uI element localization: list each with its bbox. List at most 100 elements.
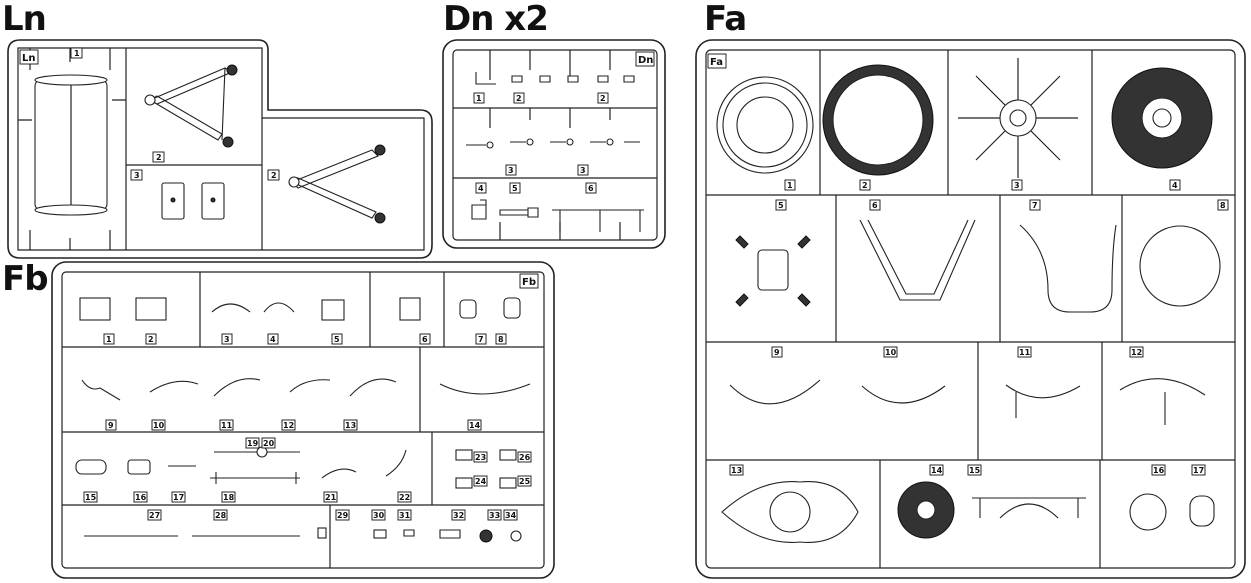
fb-num-4: 4 [270, 335, 276, 344]
part-fb-33 [479, 529, 493, 543]
part-fb-9 [81, 379, 121, 401]
fb-num-10: 10 [153, 421, 165, 430]
fa-num-7: 7 [1032, 201, 1038, 210]
fa-num-11: 11 [1019, 348, 1031, 357]
sprue-fa: Fa 1 2 3 4 5 6 7 8 9 10 11 12 13 14 15 1… [695, 39, 1246, 579]
fb-num-27: 27 [149, 511, 160, 520]
dn-num-1: 1 [476, 94, 482, 103]
part-fb-23-26 [455, 449, 517, 489]
part-fb-6 [399, 297, 421, 321]
sprue-dn-title: Dn x2 [443, 0, 549, 39]
part-fa-10 [861, 385, 946, 404]
part-fb-15 [75, 459, 107, 475]
fb-num-5: 5 [334, 335, 340, 344]
fa-num-13: 13 [731, 466, 742, 475]
fb-num-23: 23 [475, 453, 486, 462]
ln-num-2a: 2 [156, 153, 162, 162]
fb-num-3: 3 [224, 335, 230, 344]
fa-num-15: 15 [969, 466, 981, 475]
fb-num-34: 34 [505, 511, 517, 520]
part-fb-2 [135, 297, 167, 321]
part-dn-6 [552, 209, 644, 232]
fa-num-1: 1 [787, 181, 793, 190]
fa-num-3: 3 [1014, 181, 1020, 190]
fb-num-33: 33 [489, 511, 500, 520]
sprue-fa-tag-text: Fa [710, 57, 723, 68]
part-fa-3 [958, 58, 1078, 178]
fb-num-21: 21 [325, 493, 337, 502]
dn-num-6: 6 [588, 184, 594, 193]
part-dn-4 [471, 199, 487, 220]
part-fa-12 [1119, 378, 1206, 425]
part-fb-8 [503, 297, 521, 319]
fb-num-1: 1 [106, 335, 112, 344]
fb-num-30: 30 [373, 511, 385, 520]
fb-num-11: 11 [221, 421, 233, 430]
part-fb-5 [321, 299, 345, 321]
fa-part-numbers: 1 2 3 4 5 6 7 8 9 10 11 12 13 14 15 16 1… [729, 179, 1229, 476]
fb-num-17: 17 [173, 493, 184, 502]
part-fb-7 [459, 299, 477, 319]
part-ln-2b [290, 149, 379, 219]
sprue-fb-title: Fb [2, 259, 49, 299]
sprue-fb-tag-text: Fb [522, 277, 536, 288]
fb-num-32: 32 [453, 511, 464, 520]
part-dn-3-row [466, 138, 640, 149]
sprue-dn: Dn 1 2 2 3 3 4 5 6 [442, 39, 666, 249]
fa-num-12: 12 [1131, 348, 1142, 357]
part-fb-30 [373, 529, 387, 539]
fb-num-13: 13 [345, 421, 356, 430]
part-fa-5 [735, 235, 811, 307]
sprue-dn-tag-text: Dn [638, 55, 653, 66]
fb-num-29: 29 [337, 511, 349, 520]
sprue-ln-title: Ln [2, 0, 47, 39]
fa-num-2: 2 [862, 181, 868, 190]
part-fb-16 [127, 459, 151, 475]
part-fb-14 [439, 383, 531, 395]
part-fb-10 [149, 380, 199, 393]
fb-num-12: 12 [283, 421, 294, 430]
sprue-ln-tag [19, 49, 39, 65]
fa-num-4: 4 [1172, 181, 1178, 190]
fb-num-14: 14 [469, 421, 481, 430]
part-fa-16 [1129, 493, 1167, 531]
part-fa-14 [897, 481, 955, 539]
fa-num-5: 5 [778, 201, 784, 210]
fa-num-16: 16 [1153, 466, 1165, 475]
ln-num-2b: 2 [271, 171, 277, 180]
part-dn-2-row [511, 75, 635, 83]
sprue-fb-tag [519, 273, 539, 289]
part-fb-3 [211, 303, 251, 313]
part-fa-1 [716, 76, 814, 174]
sprue-fa-tag [707, 53, 727, 69]
fb-part-numbers: 1 2 3 4 5 6 7 8 9 10 11 12 13 14 15 16 1… [83, 333, 532, 521]
fb-num-8: 8 [498, 335, 504, 344]
fa-num-14: 14 [931, 466, 943, 475]
part-dn-1 [475, 72, 496, 85]
ln-num-3: 3 [134, 171, 140, 180]
part-fa-8 [1139, 225, 1221, 307]
dn-num-3b: 3 [580, 166, 586, 175]
fb-num-6: 6 [422, 335, 428, 344]
part-fb-21 [321, 468, 357, 479]
sprue-ln: Ln 1 2 3 2 [7, 39, 433, 259]
fb-num-15: 15 [85, 493, 97, 502]
fa-num-9: 9 [774, 348, 780, 357]
part-fb-22 [385, 449, 407, 477]
fb-num-20: 20 [263, 439, 275, 448]
fa-num-8: 8 [1220, 201, 1226, 210]
part-fb-34 [510, 530, 522, 542]
part-fa-15 [972, 497, 1086, 519]
fb-num-25: 25 [519, 477, 531, 486]
part-fb-31 [403, 529, 415, 537]
part-fa-7 [1019, 224, 1117, 313]
part-fa-6 [859, 219, 976, 301]
part-fb-12 [289, 379, 331, 393]
dn-num-3a: 3 [508, 166, 514, 175]
fb-num-24: 24 [475, 477, 487, 486]
sprue-dn-tag [635, 51, 655, 67]
fb-num-16: 16 [135, 493, 147, 502]
sprue-fb: Fb 1 2 3 4 5 6 7 8 9 10 11 12 13 14 15 1… [51, 261, 555, 579]
dn-num-2a: 2 [516, 94, 522, 103]
